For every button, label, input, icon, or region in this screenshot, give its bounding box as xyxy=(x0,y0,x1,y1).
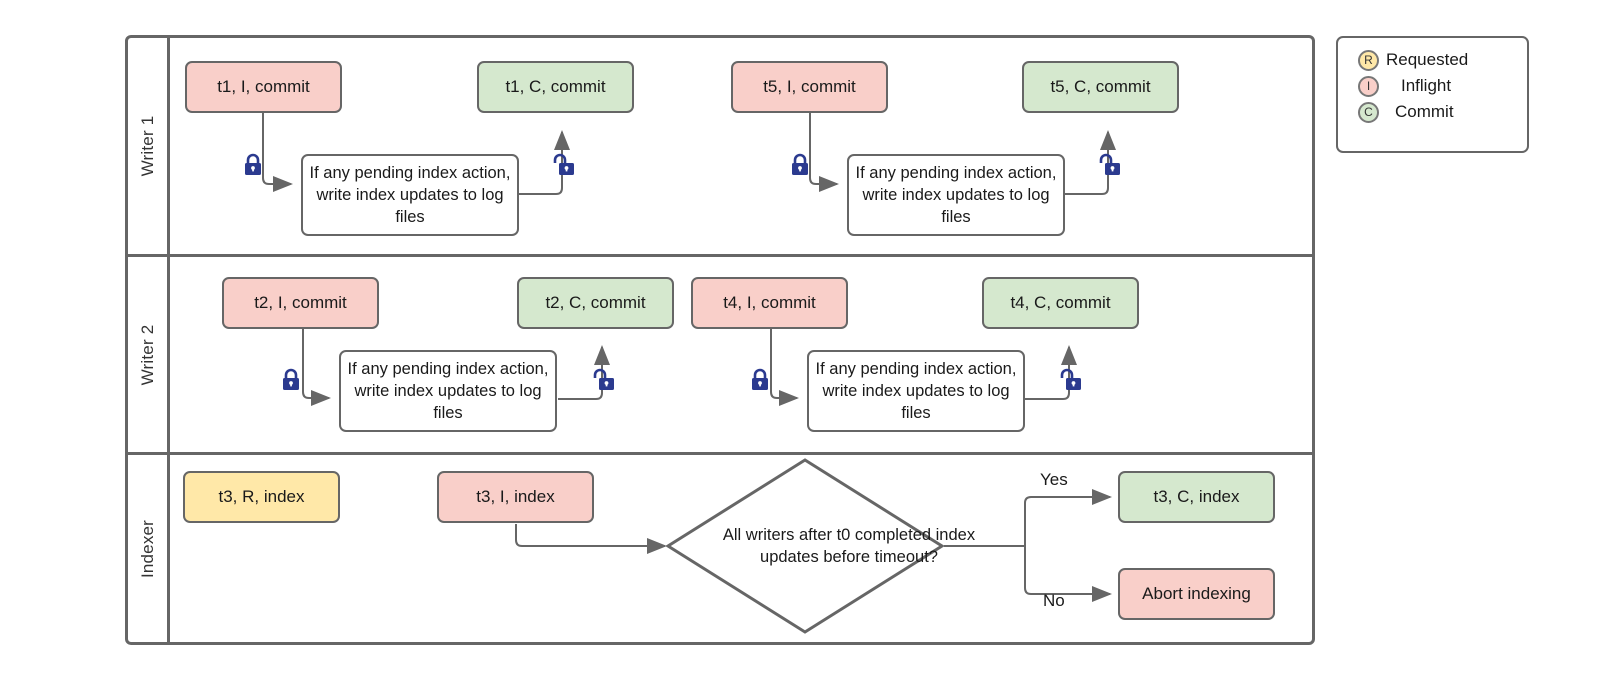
legend-label-requested: Requested xyxy=(1386,50,1469,69)
legend-key-r: R xyxy=(1364,53,1373,67)
legend-label-inflight: Inflight xyxy=(1401,76,1452,95)
process-write-index-updates-w1a[interactable]: If any pending index action, write index… xyxy=(301,154,519,236)
process-write-index-updates-w1b[interactable]: If any pending index action, write index… xyxy=(847,154,1065,236)
lane-header-writer-1: Writer 1 xyxy=(128,38,170,254)
process-write-index-updates-w2a[interactable]: If any pending index action, write index… xyxy=(339,350,557,432)
lane-header-indexer: Indexer xyxy=(128,455,170,642)
status-badge-commit-icon: C xyxy=(1358,101,1379,123)
legend-item-requested: R Requested xyxy=(1338,47,1527,73)
node-t4-commit-commit[interactable]: t4, C, commit xyxy=(982,277,1139,329)
lane-label-indexer: Indexer xyxy=(137,519,157,578)
node-t3-inflight-index[interactable]: t3, I, index xyxy=(437,471,594,523)
lock-closed-icon xyxy=(749,368,771,392)
legend-label-commit: Commit xyxy=(1395,102,1454,121)
node-t5-inflight-commit[interactable]: t5, I, commit xyxy=(731,61,888,113)
lock-open-icon xyxy=(1060,368,1082,392)
lane-label-writer-1: Writer 1 xyxy=(137,115,157,177)
node-t3-commit-index[interactable]: t3, C, index xyxy=(1118,471,1275,523)
node-t2-commit-commit[interactable]: t2, C, commit xyxy=(517,277,674,329)
node-t2-inflight-commit[interactable]: t2, I, commit xyxy=(222,277,379,329)
lock-open-icon xyxy=(1099,153,1121,177)
node-abort-indexing[interactable]: Abort indexing xyxy=(1118,568,1275,620)
legend: R Requested I Inflight C Commit xyxy=(1336,36,1529,153)
lane-separator-1 xyxy=(128,254,1312,257)
lane-label-writer-2: Writer 2 xyxy=(137,324,157,385)
lock-open-icon xyxy=(553,153,575,177)
edge-label-yes: Yes xyxy=(1040,470,1068,489)
process-write-index-updates-w2b[interactable]: If any pending index action, write index… xyxy=(807,350,1025,432)
lock-closed-icon xyxy=(280,368,302,392)
decision-all-writers-completed[interactable]: All writers after t0 completed index upd… xyxy=(665,457,975,635)
legend-key-c: C xyxy=(1364,105,1373,119)
legend-key-i: I xyxy=(1366,79,1371,93)
lock-closed-icon xyxy=(789,153,811,177)
node-t3-requested-index[interactable]: t3, R, index xyxy=(183,471,340,523)
status-badge-requested-icon: R xyxy=(1358,49,1379,71)
lock-closed-icon xyxy=(242,153,264,177)
legend-item-commit: C Commit xyxy=(1338,99,1527,125)
status-badge-inflight-icon: I xyxy=(1358,75,1379,97)
edge-label-no: No xyxy=(1043,591,1065,610)
lock-open-icon xyxy=(593,368,615,392)
node-t5-commit-commit[interactable]: t5, C, commit xyxy=(1022,61,1179,113)
node-t1-inflight-commit[interactable]: t1, I, commit xyxy=(185,61,342,113)
node-t1-commit-commit[interactable]: t1, C, commit xyxy=(477,61,634,113)
lane-separator-2 xyxy=(128,452,1312,455)
node-t4-inflight-commit[interactable]: t4, I, commit xyxy=(691,277,848,329)
lane-header-writer-2: Writer 2 xyxy=(128,257,170,452)
decision-label: All writers after t0 completed index upd… xyxy=(722,525,976,566)
legend-item-inflight: I Inflight xyxy=(1338,73,1527,99)
